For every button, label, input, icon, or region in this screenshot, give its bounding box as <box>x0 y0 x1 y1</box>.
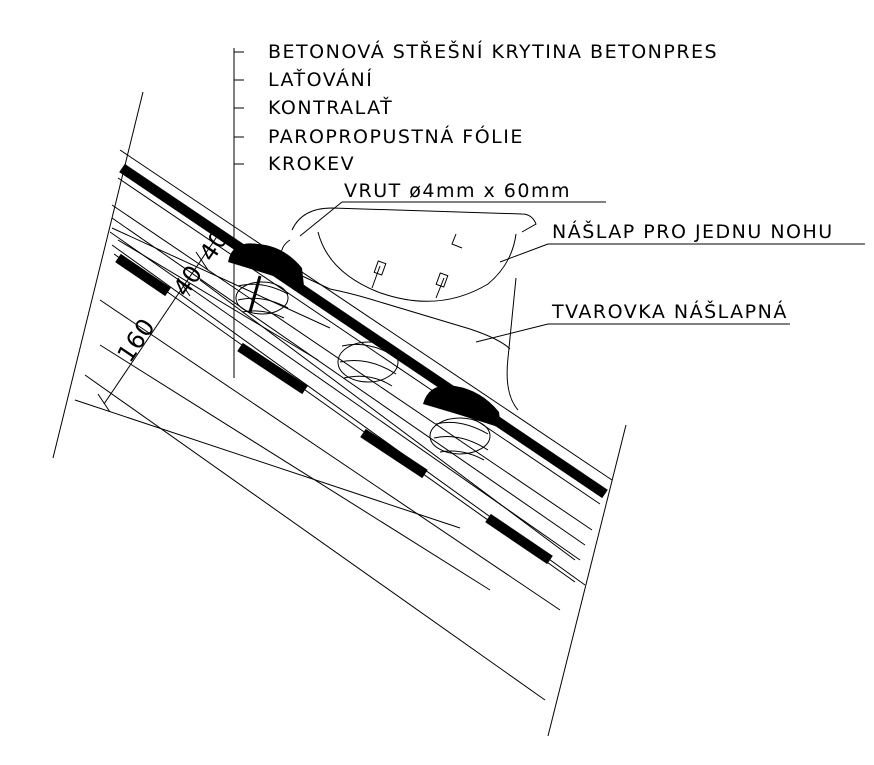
batten-3 <box>423 385 501 461</box>
roof-tile-line <box>119 163 608 499</box>
dimension-lines <box>97 223 225 413</box>
callout-leaders <box>299 201 865 343</box>
step-fitting <box>280 207 537 411</box>
roof-section <box>52 91 627 737</box>
legend-item-battens: LAŤOVÁNÍ <box>268 68 373 91</box>
legend-item-rafter: KROKEV <box>268 153 355 175</box>
batten-1 <box>228 243 304 319</box>
screw-label: VRUT ø4mm x 60mm <box>344 180 571 202</box>
legend-item-counter-battens: KONTRALAŤ <box>268 96 393 119</box>
legend-leader <box>233 48 244 378</box>
batten-2 <box>337 341 399 387</box>
section-cut-right <box>547 424 627 737</box>
membrane-segments <box>115 253 553 565</box>
legend-item-roofing: BETONOVÁ STŘEŠNÍ KRYTINA BETONPRES <box>268 39 718 63</box>
legend-item-membrane: PAROPROPUSTNÁ FÓLIE <box>268 124 524 148</box>
section-cut-left <box>52 91 144 459</box>
dimension-160: 160 <box>112 314 161 368</box>
step-label: NÁŠLAP PRO JEDNU NOHU <box>552 219 834 243</box>
step-marks <box>371 233 463 299</box>
fitting-label: TVAROVKA NÁŠLAPNÁ <box>551 299 788 323</box>
dimension-40-top: 40 <box>194 225 234 266</box>
